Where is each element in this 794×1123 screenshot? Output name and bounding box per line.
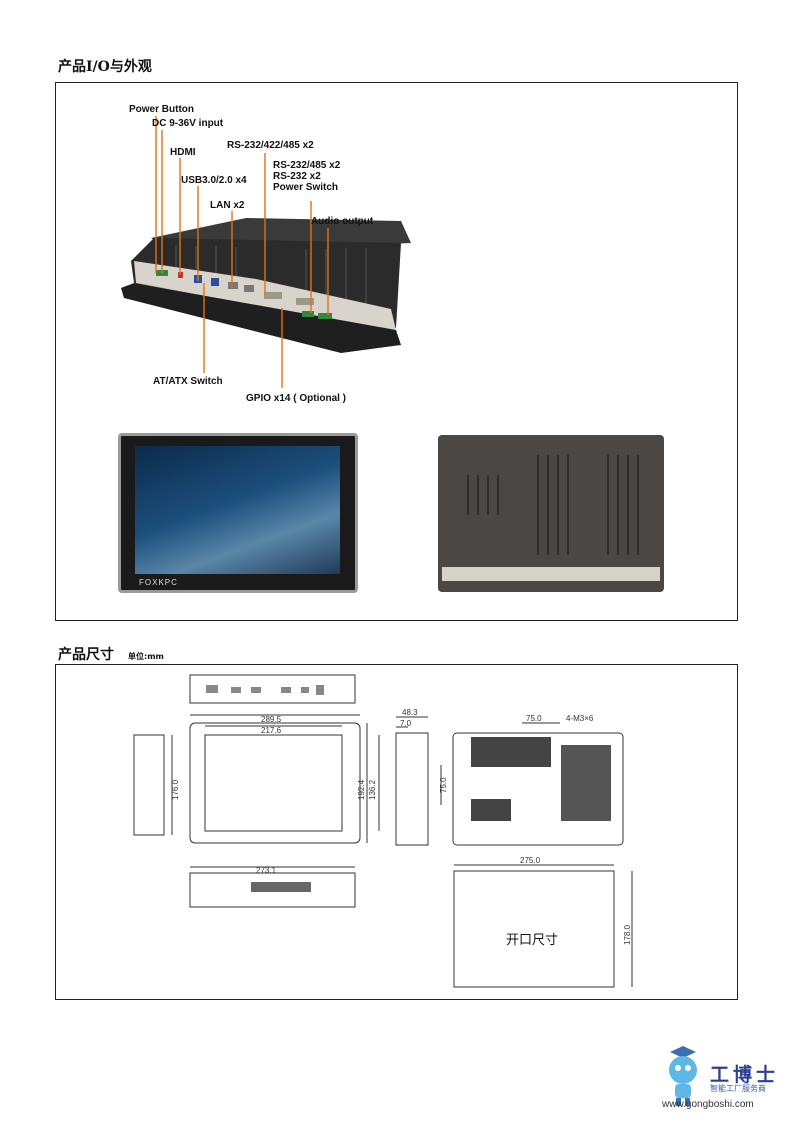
io-ports-diagram	[121, 116, 411, 388]
front-panel-photo: FOXKPC	[118, 433, 358, 593]
dimensions-box: 289.5 217.6 136.2 192.4 176.0 48.3 7.0 7…	[55, 664, 738, 1000]
dim-depth: 48.3	[402, 708, 418, 717]
label-hdmi: HDMI	[170, 147, 196, 158]
dim-width-outer: 289.5	[261, 715, 282, 724]
com-port-1	[264, 292, 282, 299]
screen-wallpaper	[135, 446, 340, 574]
top-view	[189, 674, 356, 704]
label-rs232-422-485: RS-232/422/485 x2	[227, 140, 314, 151]
dim-cutout-height: 178.0	[623, 924, 632, 945]
label-at-atx-switch: AT/ATX Switch	[153, 376, 223, 387]
footer-brand-name: 工博士	[710, 1064, 780, 1086]
audio-connector	[318, 313, 332, 319]
io-appearance-box: Power Button DC 9-36V input HDMI USB3.0/…	[55, 82, 738, 621]
label-audio-output: Audio output	[311, 216, 374, 227]
left-side-view	[133, 734, 165, 836]
rear-panel-photo	[438, 435, 664, 592]
gpio-connector	[302, 311, 314, 317]
dim-height-screen: 136.2	[368, 779, 377, 800]
com-port-2	[296, 298, 314, 305]
rear-view	[452, 732, 624, 846]
dimension-drawings: 289.5 217.6 136.2 192.4 176.0 48.3 7.0 7…	[133, 674, 633, 988]
dim-bezel: 7.0	[400, 719, 412, 728]
label-rs232-485: RS-232/485 x2	[273, 160, 341, 171]
dim-side-height: 176.0	[171, 779, 180, 800]
dim-vesa-h: 75.0	[526, 714, 542, 723]
robot-mascot-logo	[660, 1044, 706, 1108]
dimensions-title-text: 产品尺寸	[58, 647, 114, 663]
dim-vesa-v: 75.0	[439, 777, 448, 793]
bottom-view	[189, 872, 356, 908]
dim-screw: 4-M3×6	[566, 714, 594, 723]
bezel-logo: FOXKPC	[139, 578, 178, 587]
label-rs232: RS-232 x2	[273, 171, 321, 182]
label-power-switch: Power Switch	[273, 182, 339, 193]
unit-label: 单位:mm	[128, 652, 164, 661]
lan-ports	[228, 282, 238, 289]
dim-cutout-width: 275.0	[520, 856, 541, 865]
footer-url: www.gongboshi.com	[662, 1099, 754, 1110]
label-usb: USB3.0/2.0 x4	[181, 175, 247, 186]
label-dc-input: DC 9-36V input	[152, 118, 224, 129]
label-power-button: Power Button	[129, 104, 194, 115]
cutout-label: 开口尺寸	[506, 933, 559, 948]
depth-side-view	[395, 732, 429, 846]
dim-bottom-width: 273.1	[256, 866, 277, 875]
front-view	[189, 722, 361, 844]
front-frame	[121, 283, 401, 353]
cutout-outline	[453, 870, 615, 988]
dim-height-outer: 192.4	[357, 779, 366, 800]
io-section-title: 产品I/O与外观	[58, 59, 152, 75]
label-lan: LAN x2	[210, 200, 245, 211]
label-gpio: GPIO x14 ( Optional )	[246, 393, 347, 404]
footer-tagline: 智能工厂服务商	[710, 1084, 766, 1093]
dimensions-section-title: 产品尺寸 单位:mm	[58, 644, 164, 664]
dim-width-screen: 217.6	[261, 726, 282, 735]
